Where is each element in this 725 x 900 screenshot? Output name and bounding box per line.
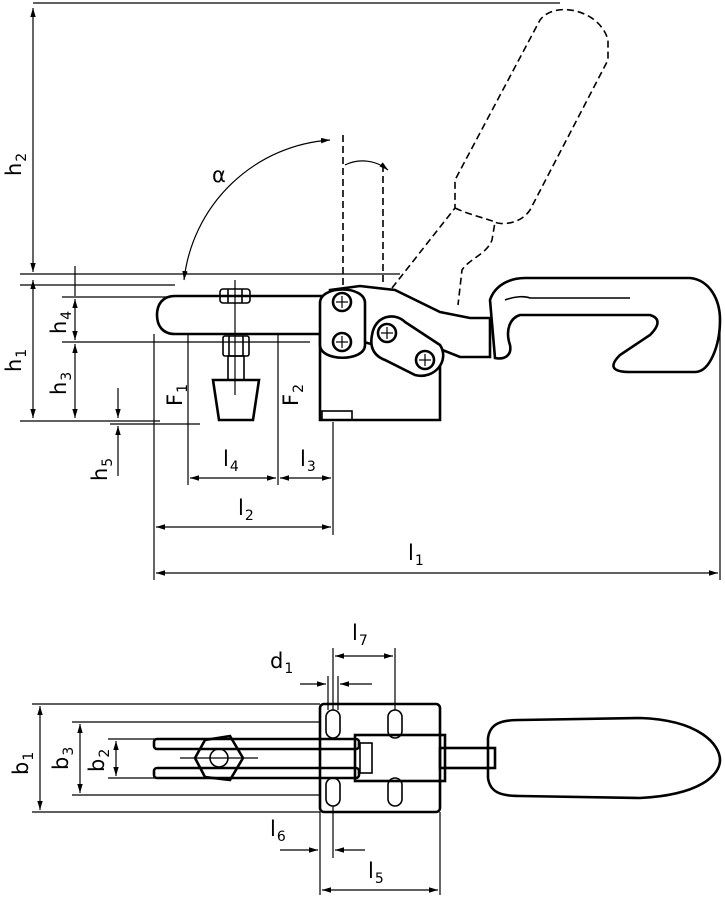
svg-text:F1: F1 — [163, 384, 191, 406]
label-h4: h4 — [47, 311, 75, 334]
spindle-nut — [180, 734, 258, 782]
svg-text:b1: b1 — [9, 752, 37, 775]
svg-text:h1: h1 — [2, 349, 30, 372]
lever-body — [353, 733, 497, 783]
svg-text:h2: h2 — [2, 153, 30, 176]
top-view: b1 b3 b2 d1 l7 l6 l5 — [9, 621, 722, 895]
label-alpha: α — [212, 163, 226, 187]
label-h2: h2 — [2, 153, 30, 176]
spindle-assembly — [211, 335, 261, 422]
linkage — [318, 288, 445, 378]
label-l1: l1 — [408, 541, 424, 569]
label-l2: l2 — [238, 496, 254, 524]
dimension-b3 — [72, 721, 320, 796]
dimension-h5 — [110, 388, 200, 476]
open-handle-outline — [391, 8, 609, 306]
side-view: h2 h1 h4 h3 h5 F1 F2 α l4 l3 l2 l1 — [2, 2, 722, 580]
svg-text:h5: h5 — [88, 458, 116, 481]
dimension-d1 — [300, 676, 372, 710]
svg-text:b3: b3 — [49, 747, 77, 770]
base-plate — [318, 702, 442, 814]
label-l6: l6 — [270, 817, 286, 845]
label-h1: h1 — [2, 349, 30, 372]
label-d1: d1 — [270, 649, 293, 677]
force-reference-lines — [153, 330, 721, 580]
handle-grip — [486, 716, 722, 800]
label-l5: l5 — [368, 859, 384, 887]
svg-text:F2: F2 — [279, 384, 307, 406]
dimension-l6 — [280, 806, 365, 895]
dimension-h2 — [30, 2, 560, 272]
label-l4: l4 — [223, 447, 239, 475]
dimension-l7 — [332, 648, 396, 710]
lever-handle — [328, 276, 722, 374]
label-F2: F2 — [279, 384, 307, 406]
label-l3: l3 — [300, 447, 316, 475]
mounting-slots — [325, 709, 403, 807]
svg-text:h3: h3 — [47, 372, 75, 395]
label-b1: b1 — [9, 752, 37, 775]
label-l7: l7 — [352, 621, 368, 649]
label-h3: h3 — [47, 372, 75, 395]
svg-text:h4: h4 — [47, 311, 75, 334]
label-b2: b2 — [85, 749, 113, 772]
label-F1: F1 — [163, 384, 191, 406]
dimension-l5 — [322, 812, 441, 895]
clamp-arm-rails — [152, 737, 361, 780]
dimension-b1 — [32, 703, 320, 813]
label-b3: b3 — [49, 747, 77, 770]
opening-angle-arc — [182, 135, 389, 290]
svg-text:b2: b2 — [85, 749, 113, 772]
dimension-h1 — [20, 280, 175, 422]
dimension-h3 — [62, 341, 310, 418]
clamp-arm — [155, 280, 347, 395]
label-h5: h5 — [88, 458, 116, 481]
dimension-b2 — [108, 738, 160, 779]
